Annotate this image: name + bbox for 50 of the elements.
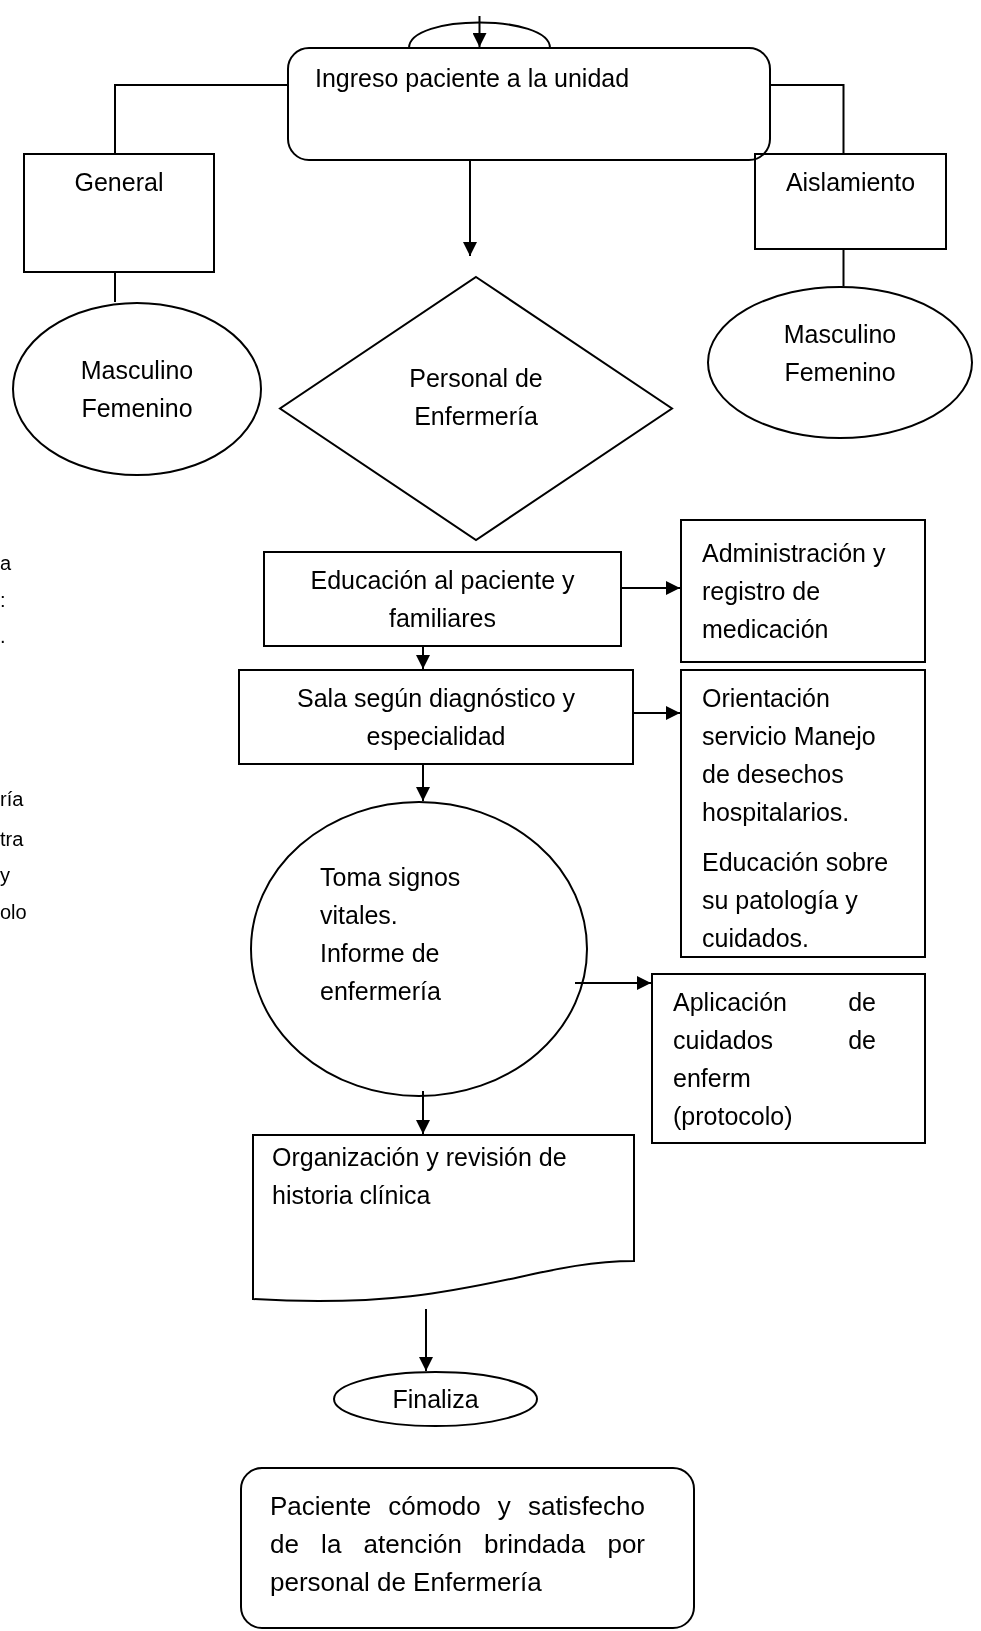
node-text: General: [73, 167, 165, 198]
connector-line: [114, 84, 288, 154]
arrow: [416, 1090, 430, 1135]
node-text: Educación al paciente y familiares: [309, 565, 576, 634]
arrow: [419, 1308, 433, 1372]
ellipse-node: [707, 286, 973, 439]
text-fragment: .: [0, 624, 6, 648]
text-fragment: tra: [0, 827, 24, 851]
connector-line: [770, 84, 845, 154]
process-box: [23, 153, 215, 273]
process-box: [263, 551, 622, 647]
node-text: Sala según diagnóstico y especialidad: [296, 683, 576, 752]
process-box: [680, 519, 926, 663]
node-text: Finaliza: [392, 1384, 479, 1415]
arrow: [472, 15, 487, 48]
text-fragment: a: [0, 551, 12, 575]
arrow: [621, 581, 681, 595]
connector-line: [114, 272, 116, 303]
node-text: Administración y registro de medicación: [702, 538, 887, 645]
node-text: Educación sobre su patología y cuidados.: [702, 847, 890, 954]
node-text: Masculino Femenino: [782, 318, 898, 388]
arrow: [463, 160, 477, 257]
text-fragment: y: [0, 863, 10, 887]
arrow: [416, 764, 430, 802]
rounded-box: [287, 47, 771, 161]
ellipse-node: [12, 302, 262, 476]
ellipse-node: [250, 801, 588, 1097]
text-fragment: :: [0, 588, 6, 612]
arrow: [574, 976, 652, 990]
process-box: [754, 153, 947, 250]
process-box: [238, 669, 634, 765]
text-fragment: olo: [0, 900, 27, 924]
process-box: [680, 669, 926, 958]
arrow: [416, 646, 430, 670]
process-box: [651, 973, 926, 1144]
node-text: Paciente cómodo y satisfecho de la atención brindada por personal de Enfermería: [270, 1490, 645, 1599]
node-text: Ingreso paciente a la unidad: [315, 63, 631, 94]
node-text: Aplicación de cuidados de enferm (protocolo): [673, 987, 876, 1132]
node-text: Organización y revisión de historia clínica: [272, 1142, 568, 1211]
node-text: Masculino Femenino: [79, 355, 195, 424]
decision-diamond: [279, 276, 673, 541]
arrow: [633, 706, 681, 720]
connector-line: [842, 249, 845, 287]
node-text: Toma signos vitales. Informe de enfermería: [320, 862, 462, 1007]
ellipse-node: [333, 1371, 538, 1427]
node-text: Orientación servicio Manejo de desechos hospitalarios.: [702, 683, 877, 828]
text-fragment: ría: [0, 787, 24, 811]
rounded-box: [240, 1467, 695, 1629]
node-text: Personal de Enfermería: [408, 362, 544, 432]
node-text: Aislamiento: [784, 167, 917, 198]
